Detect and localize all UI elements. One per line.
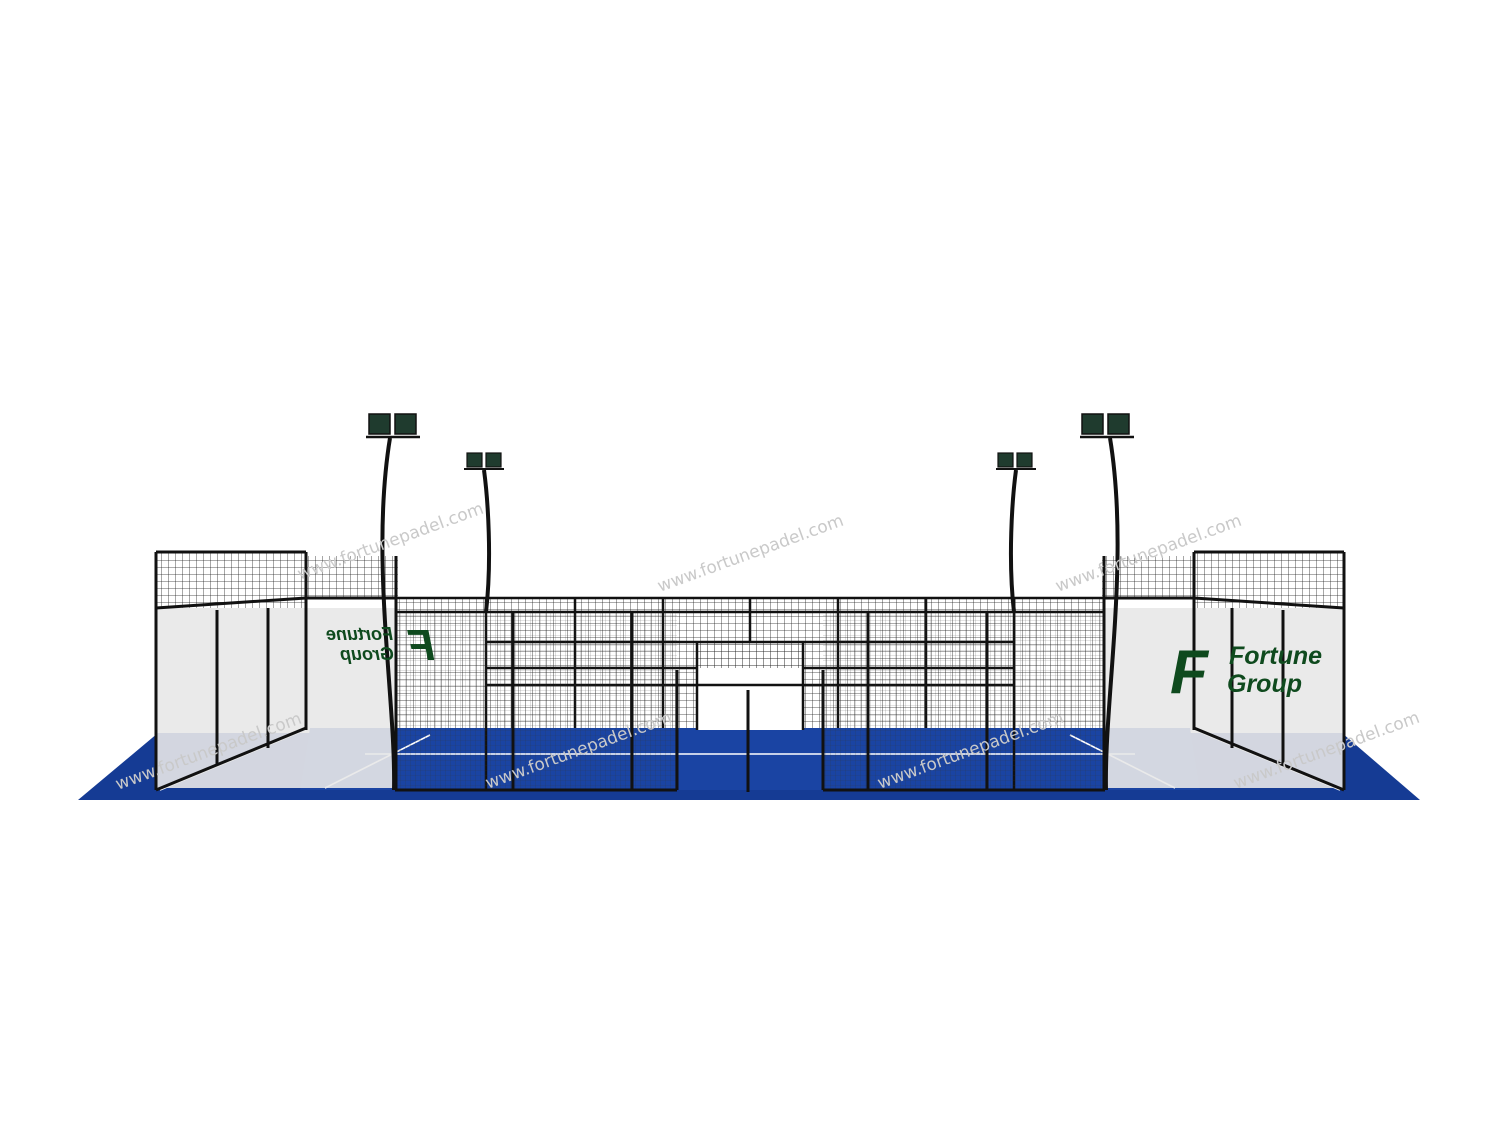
right-side-frame (1102, 550, 1346, 792)
floodlight-poles (380, 437, 1120, 791)
left-side-frame (154, 550, 398, 792)
front-fence-frame (395, 612, 1105, 792)
back-opening-top (697, 641, 803, 668)
logo-f-icon: F (1170, 638, 1210, 707)
right-glass-wall (1104, 608, 1344, 788)
brand-word-fortune: Fortune (1229, 642, 1322, 670)
brand-word-group-mirrored: Group (340, 644, 394, 664)
watermark: www.fortunepadel.com (655, 511, 846, 597)
logo-f-icon: F (407, 621, 435, 670)
brand-sign-right: F Fortune Group (1170, 638, 1322, 707)
brand-word-group: Group (1227, 670, 1302, 698)
floodlight-icon (1080, 413, 1134, 439)
floodlight-icon (366, 413, 420, 439)
front-fence-left (395, 612, 677, 790)
brand-word-fortune-mirrored: Fortune (326, 624, 393, 644)
left-glass-wall (156, 608, 396, 788)
brand-sign-left-mirrored: F Fortune Group (326, 621, 435, 670)
front-fence-right (823, 612, 1105, 790)
floodlight-icon (996, 452, 1036, 470)
floodlight-icon (464, 452, 504, 470)
back-opening (697, 668, 803, 730)
